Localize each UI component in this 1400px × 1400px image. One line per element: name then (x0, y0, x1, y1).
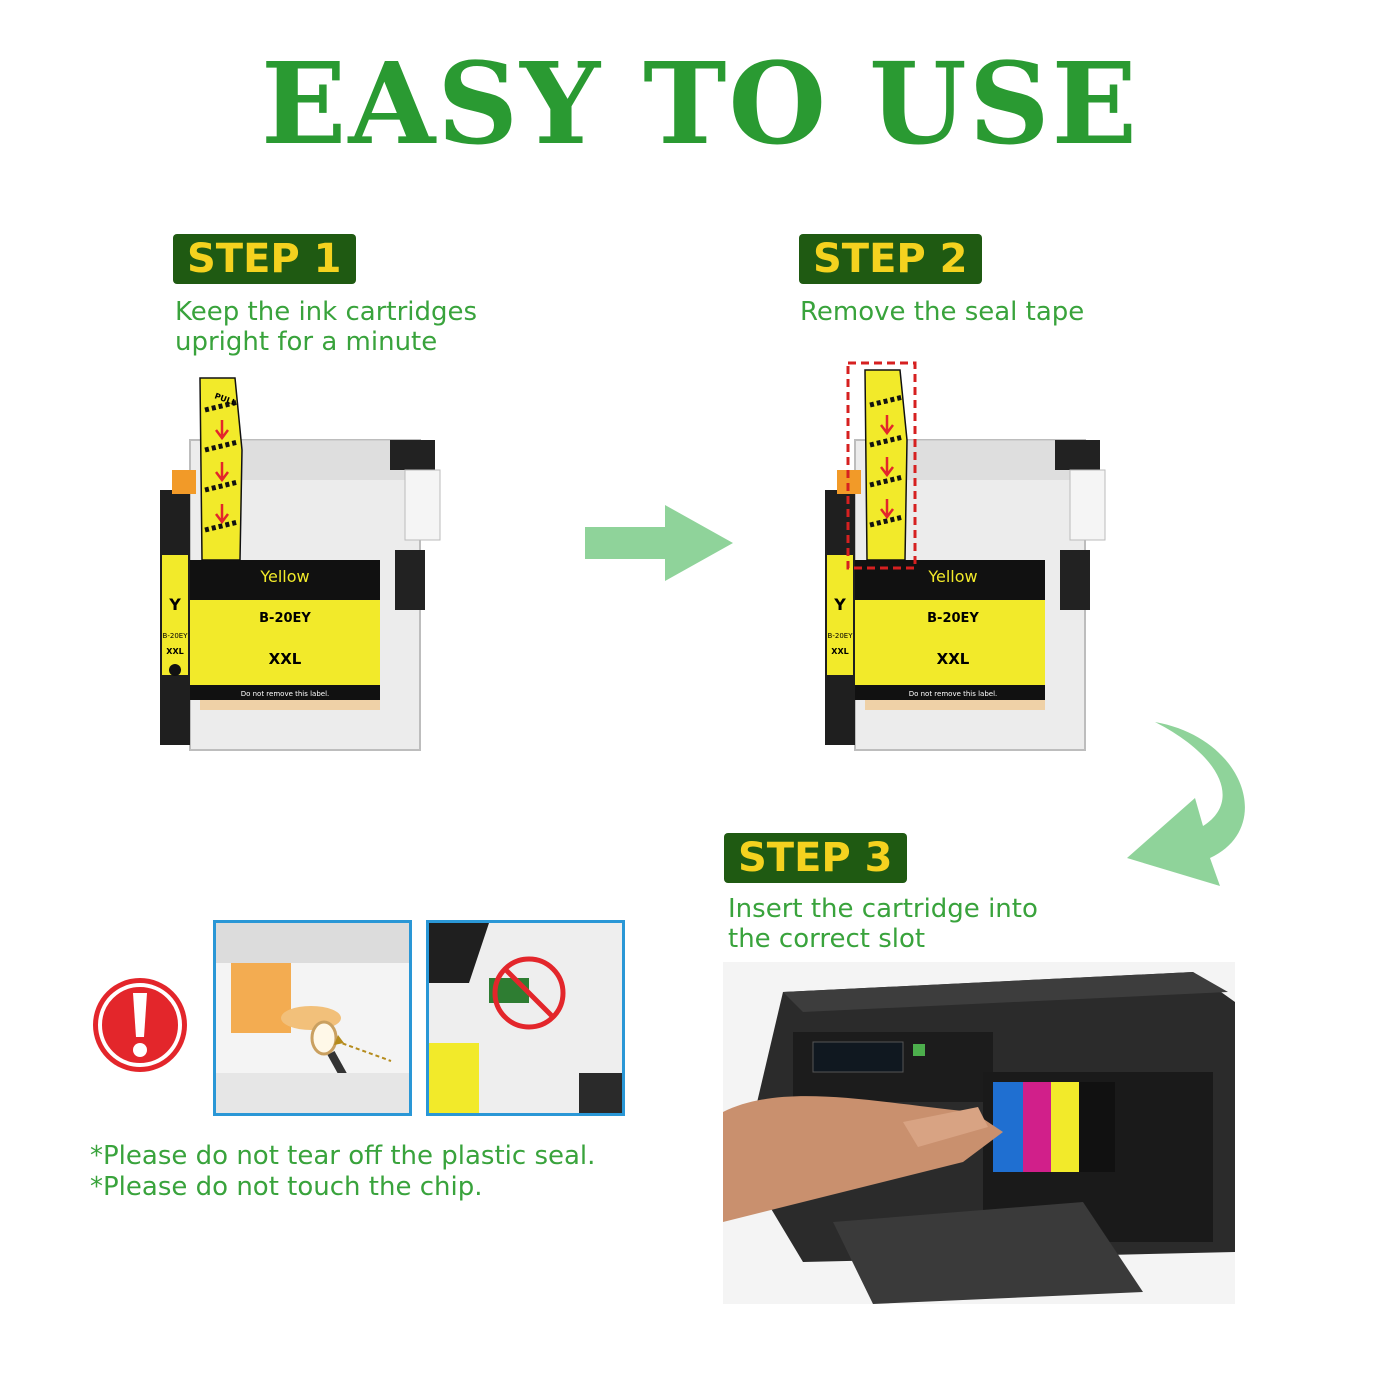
arrow-right-icon (585, 505, 733, 581)
side-size: XXL (831, 647, 848, 656)
step-2-text: Remove the seal tape (800, 297, 1085, 327)
side-size: XXL (166, 647, 183, 656)
prohibited-icon (492, 956, 566, 1030)
cartridge-color-name: Yellow (259, 567, 309, 586)
warning-note-seal: *Please do not tear off the plastic seal… (90, 1141, 596, 1171)
page-title: EASY TO USE (261, 39, 1139, 170)
warning-note-chip: *Please do not touch the chip. (90, 1172, 483, 1202)
side-letter: Y (168, 595, 181, 614)
cartridge-size: XXL (937, 650, 970, 668)
cartridge-step-2: Y B-20EY XXL Yellow B-20EY XXL Do not re… (825, 361, 1106, 751)
cartridge-step-1: Y B-20EY XXL Yellow B-20EY XXL Do not re… (160, 377, 441, 751)
printer-photo (723, 962, 1235, 1304)
step-1-text: Keep the ink cartridges upright for a mi… (175, 297, 478, 357)
cartridge-size: XXL (269, 650, 302, 668)
seal-detail-image (213, 920, 412, 1116)
side-letter: Y (833, 595, 846, 614)
chip-detail-image (426, 920, 625, 1116)
curved-arrow-down-icon (1127, 722, 1245, 886)
step-1-badge: STEP 1 (173, 234, 356, 284)
cartridge-model: B-20EY (927, 611, 979, 626)
cartridge-warning-label: Do not remove this label. (909, 690, 998, 698)
cartridge-model: B-20EY (259, 611, 311, 626)
cartridge-color-name: Yellow (927, 567, 977, 586)
side-model: B-20EY (828, 632, 854, 640)
step-2-badge: STEP 2 (799, 234, 982, 284)
cartridge-warning-label: Do not remove this label. (241, 690, 330, 698)
exclamation-alert-icon (93, 978, 187, 1072)
step-3-text: Insert the cartridge into the correct sl… (728, 894, 1038, 954)
step-3-badge: STEP 3 (724, 833, 907, 883)
side-model: B-20EY (163, 632, 189, 640)
